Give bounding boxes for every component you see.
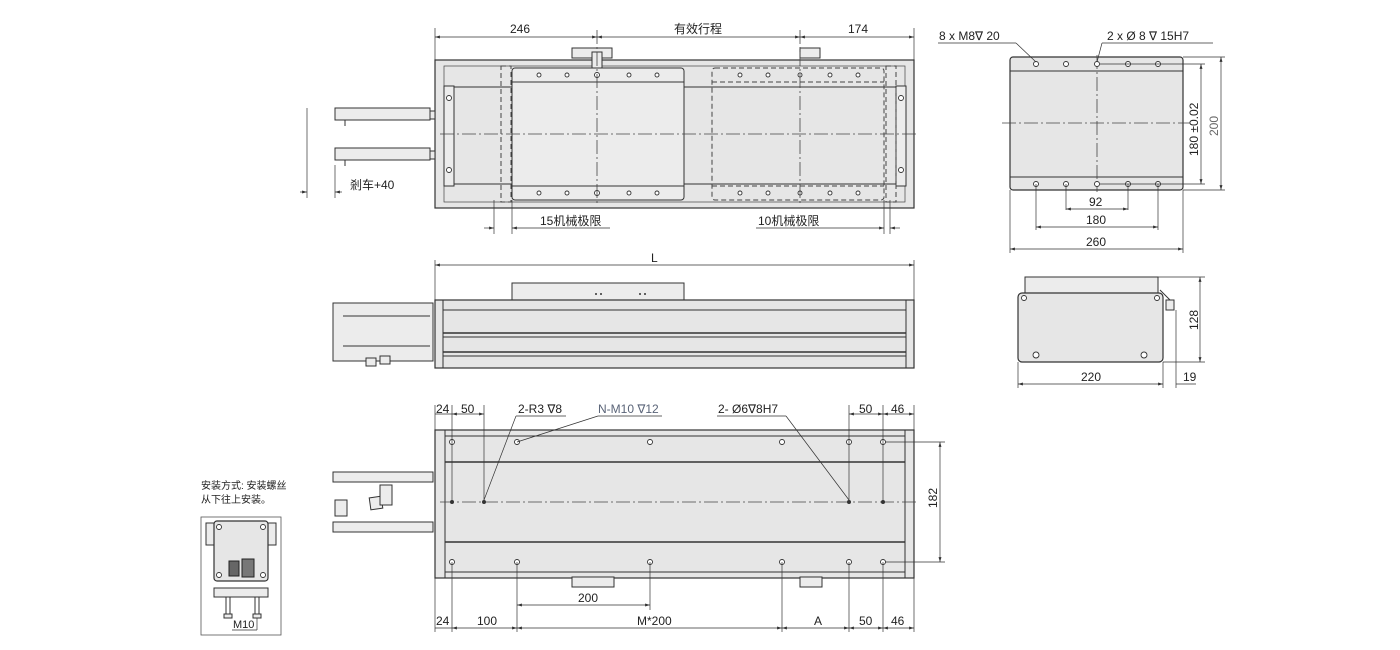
motor-face [213,520,269,582]
dim-246: 246 [510,22,530,36]
top-view: 246 有效行程 174 15机械极限 10机械极限 剎车+40 [300,21,918,234]
dim-effective-stroke: 有效行程 [674,21,722,36]
end-view: 8 x M8∇ 20 2 x Ø 8 ∇ 15H7 92 180 260 180… [938,29,1225,253]
connector [1165,299,1175,311]
dim-46-bottom: 46 [891,614,905,628]
dim-182: 182 [926,488,940,508]
dim-50-top-left: 50 [461,402,475,416]
callout-r3: 2-R3 ∇8 [518,402,562,416]
callout-m8: 8 x M8∇ 20 [939,29,1000,43]
connector-small [228,560,240,577]
dim-92: 92 [1089,195,1103,209]
dim-length-L: L [651,251,658,265]
dim-m-times-200: M*200 [637,614,672,628]
dim-50-bottom: 50 [859,614,873,628]
mounting-note-line2: 从下往上安装。 [201,493,271,506]
callout-pin-end: 2 x Ø 8 ∇ 15H7 [1107,29,1189,43]
dim-200-height: 200 [1207,116,1221,136]
motor-side [332,302,434,367]
screw-label: M10 [233,619,254,631]
side-view: L [332,251,915,369]
dim-19: 19 [1183,370,1197,384]
dim-24-top: 24 [436,402,450,416]
mounting-plate [213,587,269,598]
motor-end-view: 128 220 19 [1017,276,1205,388]
carriage-side [511,282,685,301]
motor-bottom [332,471,434,533]
mounting-note: 安装方式: 安装螺丝 从下往上安装。 M10 [200,479,287,636]
carriage-holes [446,72,904,196]
dim-180-tolerance: 180 ±0.02 [1187,102,1201,156]
brake-dim-label: 剎车+40 [350,177,395,192]
limit-right-label: 10机械极限 [758,213,819,228]
motor-top [334,107,436,166]
dim-260: 260 [1086,235,1106,249]
dim-174: 174 [848,22,868,36]
dim-200: 200 [578,591,598,605]
bottom-view: 24 50 50 46 2-R3 ∇8 N-M10 ∇12 2- Ø6∇8H7 … [332,402,945,632]
sensor-right [799,47,821,59]
dim-100: 100 [477,614,497,628]
dim-46-top: 46 [891,402,905,416]
end-cap-left [443,85,455,187]
dim-128: 128 [1187,310,1201,330]
limit-left-label: 15机械极限 [540,213,601,228]
connector-large [241,558,255,578]
mounting-note-line1: 安装方式: 安装螺丝 [201,479,287,492]
dim-24-bottom: 24 [436,614,450,628]
callout-m10: N-M10 ∇12 [598,402,659,416]
dim-220: 220 [1081,370,1101,384]
callout-pin: 2- Ø6∇8H7 [718,402,778,416]
dim-50-top-right: 50 [859,402,873,416]
dim-180: 180 [1086,213,1106,227]
dim-A: A [814,614,822,628]
